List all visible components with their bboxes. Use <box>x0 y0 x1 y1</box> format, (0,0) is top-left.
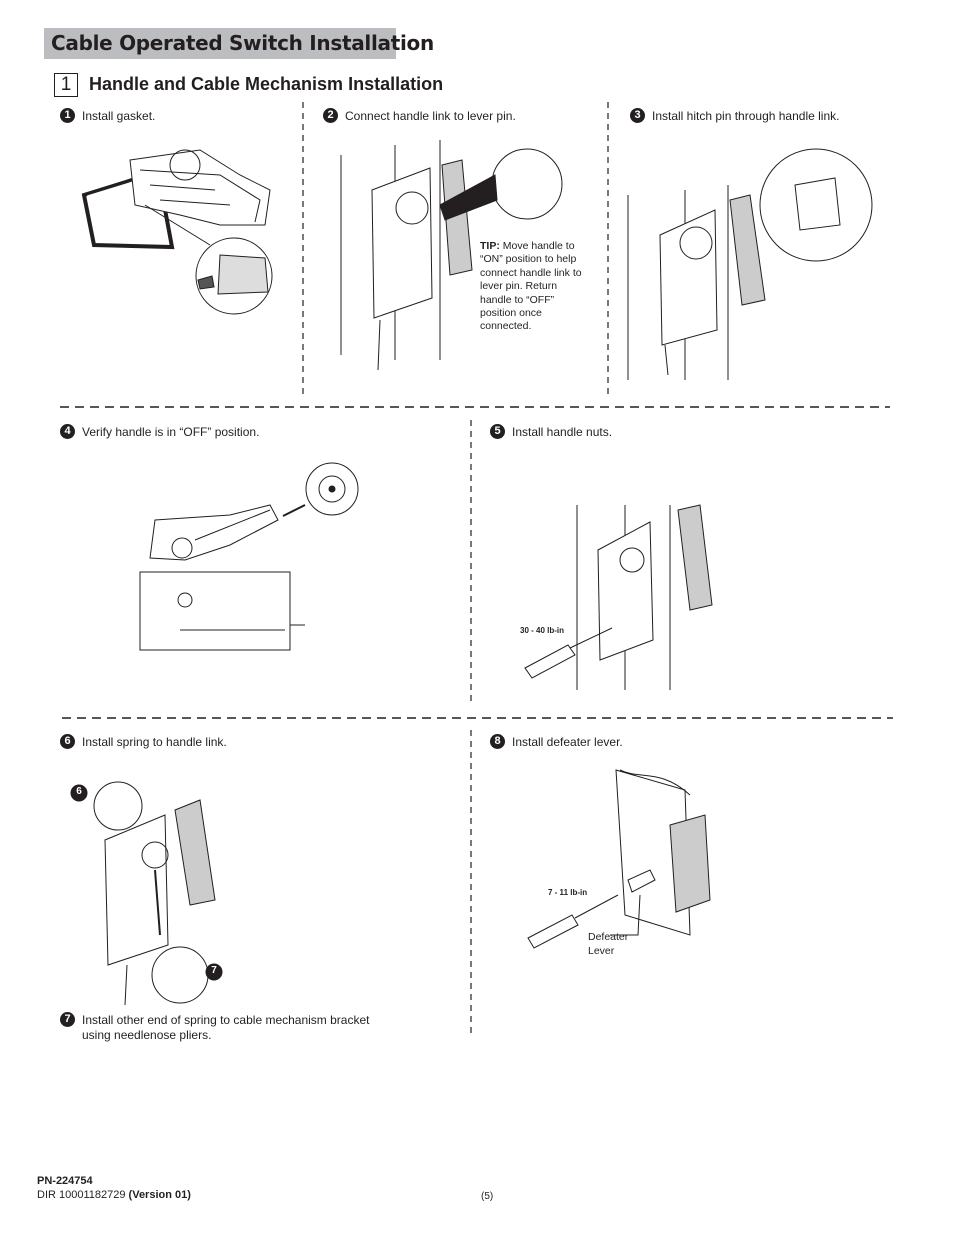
step-4-text: Verify handle is in “OFF” position. <box>82 425 260 439</box>
callout-7: 7 <box>211 965 217 976</box>
defeater-label-line1: Defeater <box>588 931 629 943</box>
step-6-number: 6 <box>60 734 75 749</box>
defeater-lever-illustration <box>527 769 711 949</box>
step-5-text: Install handle nuts. <box>512 425 613 439</box>
tip-note: TIP: Move handle to “ON” position to hel… <box>480 240 590 334</box>
step-1-number: 1 <box>60 108 75 123</box>
document-id: DIR 10001182729 (Version 01) <box>37 1189 191 1201</box>
step-7-text-line2: using needlenose pliers. <box>82 1028 212 1042</box>
handle-nuts-illustration <box>524 504 713 690</box>
step-7-number: 7 <box>60 1012 75 1027</box>
dividers <box>60 102 893 1037</box>
spring-illustration <box>70 781 223 1006</box>
step-7-text-line1: Install other end of spring to cable mec… <box>82 1013 370 1027</box>
step-4-number: 4 <box>60 424 75 439</box>
callout-6: 6 <box>76 786 82 797</box>
gasket-illustration <box>81 149 273 315</box>
torque-label-step8: 7 - 11 lb-in <box>548 888 588 897</box>
section-title: Handle and Cable Mechanism Installation <box>89 74 444 94</box>
step-3-number: 3 <box>630 108 645 123</box>
step-5-number: 5 <box>490 424 505 439</box>
handle-link-illustration <box>340 140 563 371</box>
dir-version: (Version 01) <box>128 1189 191 1201</box>
step-8-text: Install defeater lever. <box>512 735 623 749</box>
tip-label: TIP: <box>480 240 500 252</box>
defeater-label-line2: Lever <box>588 945 615 957</box>
torque-label-step5: 30 - 40 lb-in <box>520 626 565 635</box>
step-1-text: Install gasket. <box>82 109 156 123</box>
page-number: (5) <box>481 1191 494 1202</box>
title-bar <box>44 28 396 59</box>
section-number: 1 <box>54 73 78 97</box>
part-number: PN-224754 <box>37 1175 93 1187</box>
tip-text: Move handle to “ON” position to help con… <box>480 240 582 333</box>
hitch-pin-illustration <box>627 148 873 380</box>
off-position-illustration <box>139 462 359 651</box>
dir-prefix: DIR 10001182729 <box>37 1189 129 1201</box>
step-3-text: Install hitch pin through handle link. <box>652 109 840 123</box>
step-2-number: 2 <box>323 108 338 123</box>
step-6-text: Install spring to handle link. <box>82 735 227 749</box>
step-8-number: 8 <box>490 734 505 749</box>
step-2-text: Connect handle link to lever pin. <box>345 109 516 123</box>
page-title: Cable Operated Switch Installation <box>51 31 434 55</box>
